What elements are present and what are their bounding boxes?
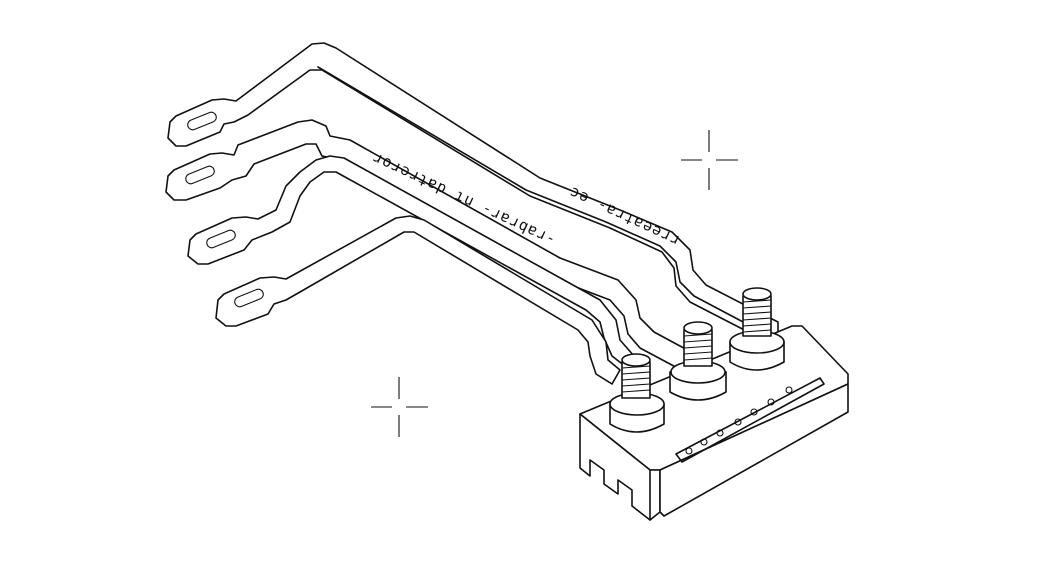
crosshair-marker-right (681, 130, 738, 190)
busbar-strip-2 (165, 119, 713, 381)
busbar-strip-4 (215, 215, 621, 385)
crosshair-marker-left (371, 377, 428, 437)
bolt-front (609, 353, 665, 433)
bolt-middle (669, 321, 727, 401)
bolt-back (729, 287, 785, 371)
